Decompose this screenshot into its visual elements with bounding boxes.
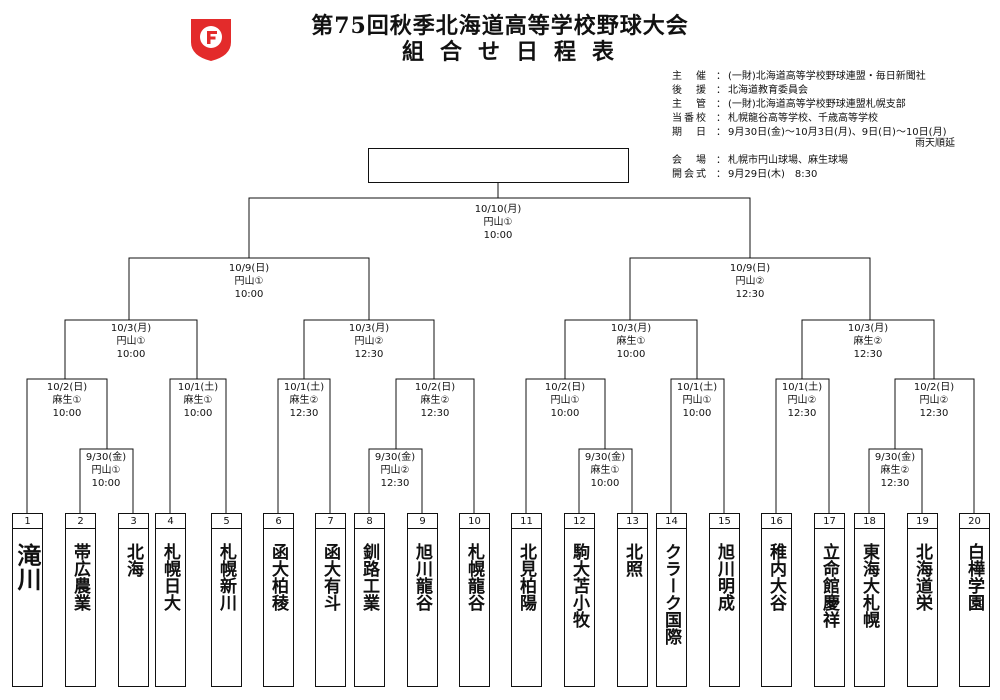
team-number: 5 (211, 513, 242, 529)
champion-box (368, 148, 629, 183)
team-number: 10 (459, 513, 490, 529)
team-number: 18 (854, 513, 885, 529)
team-name: 北海 (118, 529, 149, 687)
team-number: 8 (354, 513, 385, 529)
team-number: 20 (959, 513, 990, 529)
page-subtitle: 組合せ日程表 (401, 39, 630, 65)
team-number: 9 (407, 513, 438, 529)
team-number: 3 (118, 513, 149, 529)
team-number: 7 (315, 513, 346, 529)
team-number: 16 (761, 513, 792, 529)
info-row-management: 主 管：(一財)北海道高等学校野球連盟札幌支部 (672, 99, 906, 110)
team-name: 函大有斗 (315, 529, 346, 687)
team-name: 釧路工業 (354, 529, 385, 687)
team-name: 稚内大谷 (761, 529, 792, 687)
rain-note: 雨天順延 (915, 138, 955, 149)
page-title: 第75回秋季北海道高等学校野球大会 (311, 13, 689, 39)
team-number: 2 (65, 513, 96, 529)
team-number: 13 (617, 513, 648, 529)
team-name: 函大柏稜 (263, 529, 294, 687)
team-name: 北海道栄 (907, 529, 938, 687)
team-number: 12 (564, 513, 595, 529)
info-row-organizer: 主 催：(一財)北海道高等学校野球連盟・毎日新聞社 (672, 71, 926, 82)
team-number: 17 (814, 513, 845, 529)
team-number: 1 (12, 513, 43, 529)
info-row-support: 後 援：北海道教育委員会 (672, 85, 808, 96)
team-name: 東海大札幌 (854, 529, 885, 687)
team-name: 北見柏陽 (511, 529, 542, 687)
team-number: 19 (907, 513, 938, 529)
tournament-info: 主 催：(一財)北海道高等学校野球連盟・毎日新聞社 後 援：北海道教育委員会 主… (672, 70, 946, 182)
info-row-host-school: 当番校：札幌龍谷高等学校、千歳高等学校 (672, 113, 878, 124)
team-number: 4 (155, 513, 186, 529)
team-number: 6 (263, 513, 294, 529)
team-name: 白樺学園 (959, 529, 990, 687)
league-logo-icon (191, 19, 231, 61)
team-name: 帯広農業 (65, 529, 96, 687)
team-name: 札幌龍谷 (459, 529, 490, 687)
team-name: 旭川明成 (709, 529, 740, 687)
team-name: 旭川龍谷 (407, 529, 438, 687)
info-row-dates: 期 日：9月30日(金)〜10月3日(月)、9日(日)〜10日(月) (672, 127, 947, 138)
team-name: 滝川 (12, 529, 43, 687)
info-row-venue: 会 場：札幌市円山球場、麻生球場 (672, 155, 848, 166)
team-name: 北照 (617, 529, 648, 687)
team-name: 札幌新川 (211, 529, 242, 687)
team-name: 駒大苫小牧 (564, 529, 595, 687)
team-name: 札幌日大 (155, 529, 186, 687)
team-name: 立命館慶祥 (814, 529, 845, 687)
team-number: 14 (656, 513, 687, 529)
team-number: 11 (511, 513, 542, 529)
info-row-opening: 開会式：9月29日(木) 8:30 (672, 169, 818, 180)
team-name: クラーク国際 (656, 529, 687, 687)
team-number: 15 (709, 513, 740, 529)
